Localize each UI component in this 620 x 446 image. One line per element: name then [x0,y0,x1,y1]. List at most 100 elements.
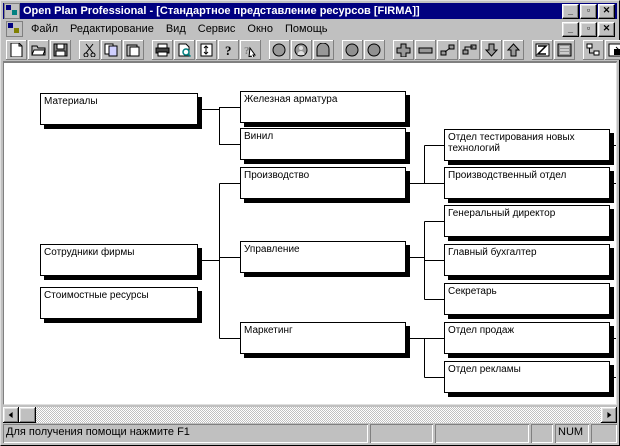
restore-icon: ▫ [586,22,591,33]
status-panel-4 [531,424,553,443]
status-bar: Для получения помощи нажмите F1 NUM [3,424,617,443]
horizontal-scrollbar[interactable] [3,407,617,423]
paste-icon[interactable] [123,39,144,60]
link-icon[interactable] [437,39,458,60]
help-question-icon[interactable]: ? [218,39,239,60]
menu-item-file[interactable]: Файл [31,23,59,35]
node-label: Секретарь [448,286,497,297]
move-down-icon[interactable] [481,39,502,60]
scroll-thumb[interactable] [19,407,36,423]
sort-icon[interactable] [196,39,217,60]
node-label: Сотрудники фирмы [44,247,135,258]
print-preview-icon[interactable] [174,39,195,60]
node-label: Генеральный директор [448,208,556,219]
add-plus-icon[interactable] [393,39,414,60]
grid-view-icon[interactable] [554,39,575,60]
node-sotrudniki-firmy[interactable]: Сотрудники фирмы [40,244,198,276]
mdi-close-button[interactable]: ✕ [598,21,615,37]
mdi-restore-button[interactable]: ▫ [580,21,597,37]
svg-text:?: ? [225,43,232,57]
node-materialy[interactable]: Материалы [40,93,198,125]
mdi-minimize-button[interactable]: _ [562,21,579,37]
status-panel-2 [370,424,433,443]
new-file-icon[interactable] [6,39,27,60]
minimize-icon: _ [567,5,573,16]
toolbar: ? ? [3,38,620,62]
status-badge-num: NUM [555,424,589,443]
minimize-icon: _ [567,23,573,34]
node-upravlenie[interactable]: Управление [240,241,406,273]
node-stoimostnye-resursy[interactable]: Стоимостные ресурсы [40,287,198,319]
menu-items: Файл Редактирование Вид Сервис Окно Помо… [25,21,562,37]
node-otdel-testirovaniya[interactable]: Отдел тестирования новых технологий [444,129,610,161]
scroll-track[interactable] [36,407,601,423]
menu-item-window[interactable]: Окно [247,23,273,35]
zoom-region-icon[interactable] [605,39,620,60]
close-button[interactable]: ✕ [598,3,615,19]
node-vinil[interactable]: Винил [240,128,406,160]
node-label: Управление [244,244,300,255]
status-panel-6 [591,424,617,443]
node-label: Материалы [44,96,98,107]
window-title: Open Plan Professional - [Стандартное пр… [23,4,420,17]
resource-person-icon[interactable] [291,39,312,60]
node-generalnyy-direktor[interactable]: Генеральный директор [444,205,610,237]
node-otdel-prodazh[interactable]: Отдел продаж [444,322,610,354]
scroll-left-icon[interactable] [3,407,19,423]
move-up-icon[interactable] [503,39,524,60]
node-proizvodstvennyy-otdel[interactable]: Производственный отдел [444,167,610,199]
node-label: Железная арматура [244,94,338,105]
node-sekretar[interactable]: Секретарь [444,283,610,315]
layout-icon[interactable] [583,39,604,60]
cut-scissors-icon[interactable] [79,39,100,60]
node-label: Стоимостные ресурсы [44,290,149,301]
ellipse-filled2-icon[interactable] [364,39,385,60]
restore-button[interactable]: ▫ [580,3,597,19]
resource-shape-icon[interactable] [313,39,334,60]
document-icon[interactable] [6,21,23,37]
restore-icon: ▫ [586,4,591,15]
node-otdel-reklamy[interactable]: Отдел рекламы [444,361,610,393]
remove-minus-icon[interactable] [415,39,436,60]
context-help-icon[interactable]: ? [240,39,261,60]
node-label: Производственный отдел [448,170,567,181]
save-disk-icon[interactable] [50,39,71,60]
print-icon[interactable] [152,39,173,60]
node-label: Маркетинг [244,325,293,336]
menu-item-help[interactable]: Помощь [284,23,328,35]
openplan-icon [4,3,20,19]
menu-item-view[interactable]: Вид [165,23,186,35]
menu-item-tools[interactable]: Сервис [197,23,236,35]
node-proizvodstvo[interactable]: Производство [240,167,406,199]
node-marketing[interactable]: Маркетинг [240,322,406,354]
node-zheleznaya-armatura[interactable]: Железная арматура [240,91,406,123]
node-label: Отдел рекламы [448,364,521,375]
node-glavnyy-buhgalter[interactable]: Главный бухгалтер [444,244,610,276]
mdi-child-controls: _ ▫ ✕ [562,21,617,37]
menu-item-edit[interactable]: Редактирование [70,23,154,35]
connector-lines [198,107,616,378]
close-icon: ✕ [602,4,611,15]
unlink-icon[interactable] [459,39,480,60]
scroll-right-icon[interactable] [601,407,617,423]
node-label: Отдел тестирования новых технологий [448,132,575,154]
node-label: Отдел продаж [448,325,515,336]
minimize-button[interactable]: _ [562,3,579,19]
menu-bar: Файл Редактирование Вид Сервис Окно Помо… [3,20,617,38]
zigzag-icon[interactable] [532,39,553,60]
copy-icon[interactable] [101,39,122,60]
node-label: Главный бухгалтер [448,247,537,258]
close-icon: ✕ [602,22,611,33]
ellipse-filled-icon[interactable] [342,39,363,60]
title-bar: Open Plan Professional - [Стандартное пр… [3,3,617,19]
node-label: Производство [244,170,310,181]
resource-round-icon[interactable] [269,39,290,60]
svg-text:?: ? [244,45,250,57]
node-label: Винил [244,131,274,142]
status-panel-3 [435,424,529,443]
open-folder-icon[interactable] [28,39,49,60]
window-controls: _ ▫ ✕ [562,3,616,19]
diagram-client-area[interactable]: Материалы Железная арматура Винил Отдел … [3,62,617,405]
resource-tree-canvas: Материалы Железная арматура Винил Отдел … [4,63,616,404]
